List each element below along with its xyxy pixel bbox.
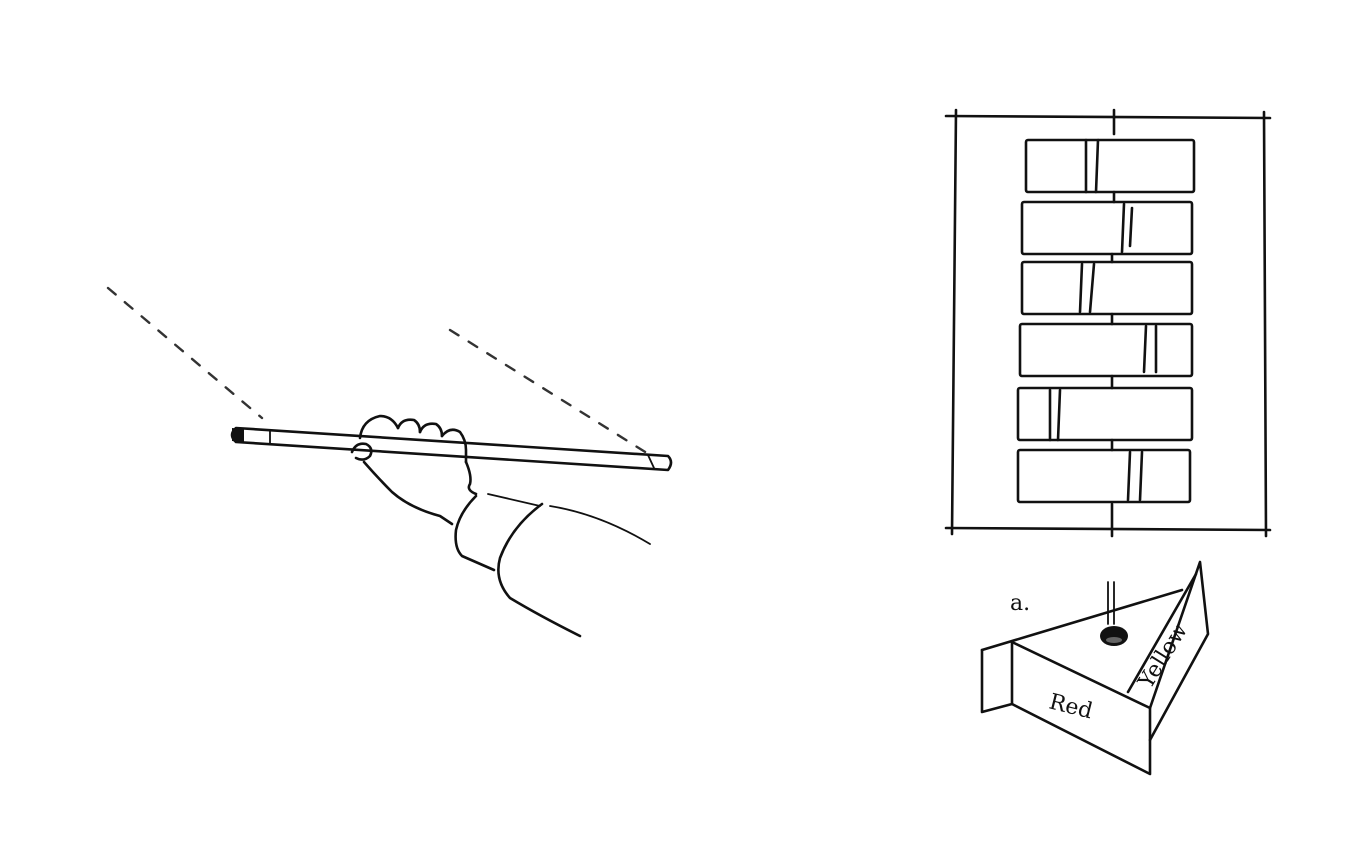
device-label-marker: a. bbox=[1010, 591, 1030, 616]
stick bbox=[230, 426, 673, 472]
brick-rows bbox=[1016, 138, 1196, 504]
triangular-device: a. Red Yellow bbox=[980, 560, 1210, 776]
hand bbox=[350, 414, 478, 526]
sight-line-right bbox=[448, 328, 652, 457]
knob bbox=[1100, 581, 1128, 646]
brick-wall-diagram bbox=[944, 108, 1272, 538]
sleeve-cuff bbox=[454, 493, 651, 638]
sight-line-left bbox=[106, 286, 264, 420]
hand-stick-figure bbox=[106, 286, 673, 638]
face-label-red: Red bbox=[1047, 690, 1095, 725]
